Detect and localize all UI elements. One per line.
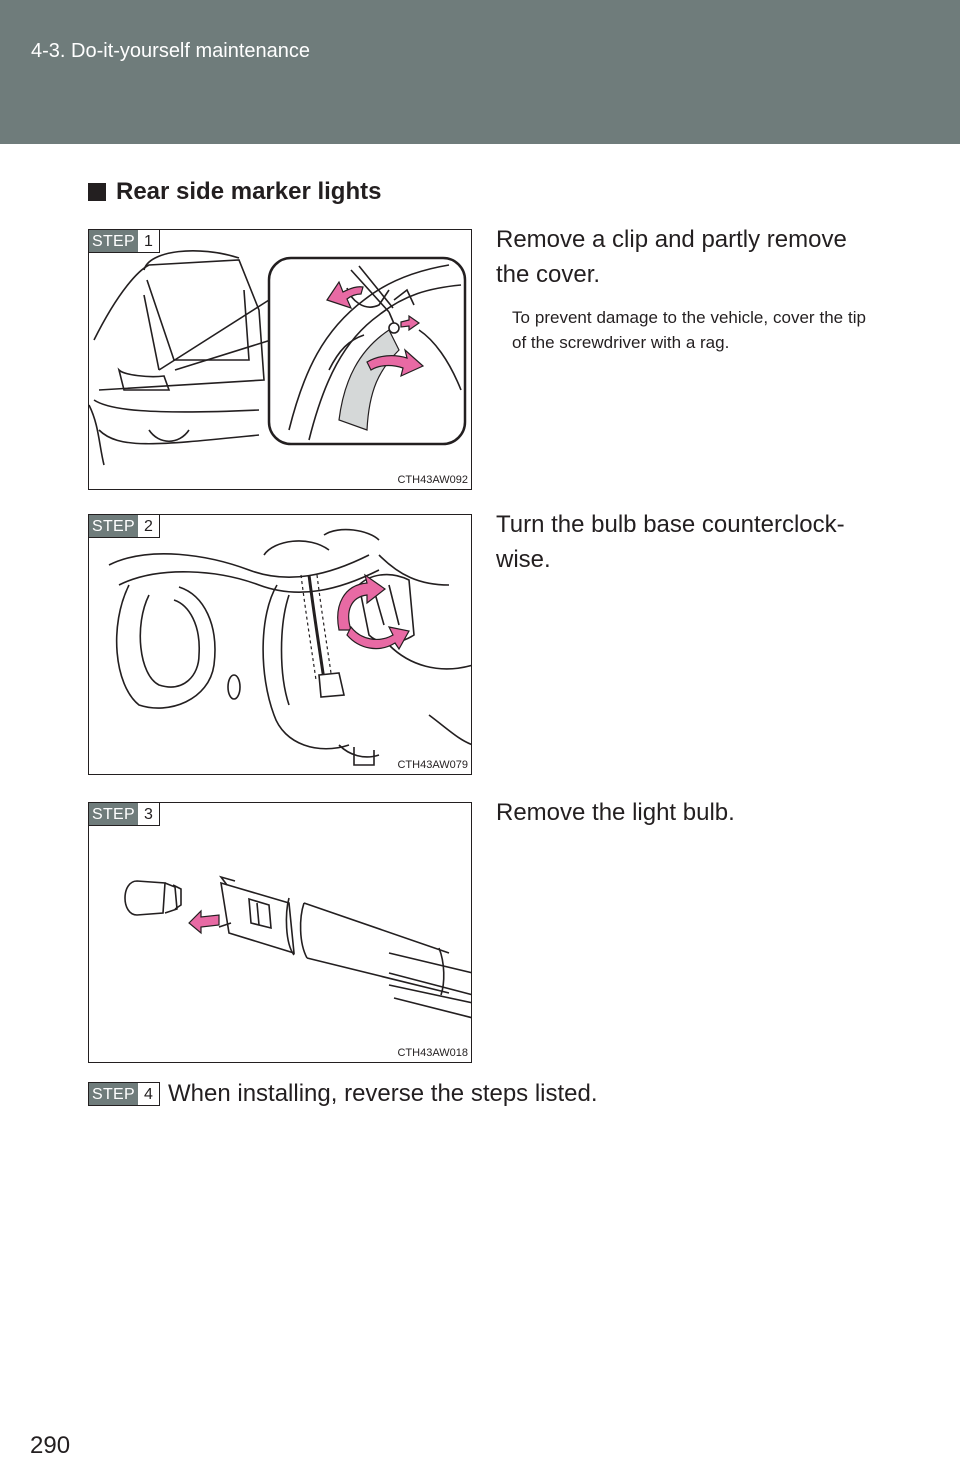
page-header: 4-3. Do-it-yourself maintenance: [0, 0, 960, 144]
light-bulb-drawing: [124, 875, 471, 1019]
step2-illustration: STEP 2 CTH43AW: [88, 514, 472, 775]
page-number: 290: [30, 1432, 71, 1459]
step1-illustration: STEP 1: [88, 229, 472, 490]
heading-text: Rear side marker lights: [116, 178, 382, 205]
figure-code: CTH43AW018: [397, 1047, 468, 1059]
step2-badge: STEP 2: [89, 515, 160, 538]
step1-note: To prevent damage to the vehicle, cover …: [512, 308, 866, 352]
bulb-base-drawing: [108, 528, 471, 766]
figure-code: CTH43AW092: [397, 474, 468, 486]
step3-text: Remove the light bulb.: [496, 799, 735, 826]
figure-code: CTH43AW079: [397, 759, 468, 771]
trunk-clip-drawing: [89, 250, 467, 466]
step4-badge: STEP 4: [88, 1082, 160, 1106]
step2-text: Turn the bulb base counterclock-wise.: [496, 511, 845, 573]
step4-text: When installing, reverse the steps liste…: [168, 1080, 598, 1107]
step1-text: Remove a clip and partly remove the cove…: [496, 226, 847, 288]
step1-badge: STEP 1: [89, 230, 160, 253]
section-heading: Rear side marker lights: [88, 178, 381, 206]
step3-badge: STEP 3: [89, 803, 160, 826]
step4-row: STEP 4 When installing, reverse the step…: [88, 1080, 598, 1108]
step3-illustration: STEP 3 CTH43AW018: [88, 802, 472, 1063]
square-bullet-icon: [88, 183, 106, 201]
section-title: 4-3. Do-it-yourself maintenance: [31, 40, 311, 62]
